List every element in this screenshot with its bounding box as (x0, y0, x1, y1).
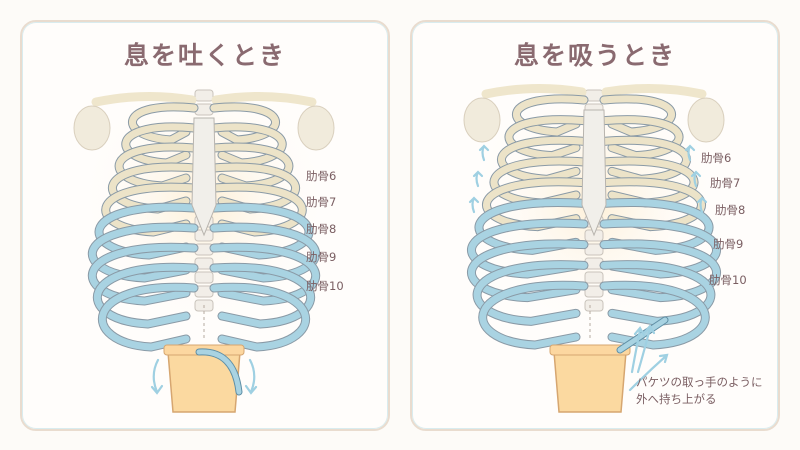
rib-label-9-exhale: 肋骨9 (306, 250, 337, 264)
rib-label-10-inhale: 肋骨10 (709, 273, 747, 287)
vertebra (584, 243, 604, 256)
shoulder-blade (463, 97, 501, 143)
rib-1 (210, 103, 279, 144)
down-arrow-icon (248, 358, 256, 394)
rib-9 (93, 263, 198, 328)
rib-label-9-inhale: 肋骨9 (713, 237, 744, 251)
vertebra (584, 285, 604, 298)
rib-3 (600, 136, 690, 183)
vertebra (194, 271, 214, 284)
rib-10 (600, 281, 709, 349)
bucket-body (553, 351, 627, 413)
rib-1 (513, 95, 588, 136)
vertebra (194, 89, 214, 102)
shoulder-blade (687, 97, 725, 143)
rib-label-6-exhale: 肋骨6 (306, 169, 337, 183)
exhale-title: 息を吐くとき (123, 41, 286, 70)
clavicle (211, 91, 317, 107)
rib-label-7-inhale: 肋骨7 (710, 176, 741, 190)
inhale-title: 息を吸うとき (513, 41, 676, 70)
up-arrow-icon (628, 353, 669, 392)
rib-1 (600, 95, 675, 136)
rib-2 (210, 123, 286, 167)
rib-9 (473, 261, 588, 325)
vertebra (194, 257, 214, 270)
rib-9 (600, 261, 715, 325)
note-line-1: パケツの取っ手のように (636, 375, 763, 389)
up-arrow-icon (684, 144, 696, 162)
up-arrow-icon (690, 170, 702, 188)
down-arrow-icon (152, 358, 160, 394)
rib-label-8-inhale: 肋骨8 (715, 203, 746, 217)
clavicle (601, 83, 707, 99)
up-arrow-icon (478, 144, 490, 162)
rib-label-8-exhale: 肋骨8 (306, 222, 337, 236)
up-arrow-icon (472, 170, 484, 188)
rib-label-6-inhale: 肋骨6 (701, 151, 732, 165)
bucket-handle-note: パケツの取っ手のように 外へ持ち上がる (636, 374, 763, 408)
down-arrow-icon (244, 384, 258, 395)
rib-9 (210, 263, 315, 328)
sternum (581, 109, 607, 237)
up-arrow-icon (468, 196, 480, 214)
rib-label-7-exhale: 肋骨7 (306, 195, 337, 209)
up-arrow-icon (630, 326, 646, 374)
rib-8 (210, 243, 320, 305)
rib-10 (210, 283, 310, 351)
clavicle (91, 91, 197, 107)
rib-8 (88, 243, 198, 305)
rib-1 (129, 103, 198, 144)
down-arrow-icon (150, 384, 164, 395)
rib-3 (498, 136, 588, 183)
clavicle (481, 83, 587, 99)
note-line-2: 外へ持ち上がる (636, 392, 717, 406)
shoulder-blade (73, 105, 111, 151)
rib-2 (600, 116, 683, 160)
vertebra (584, 299, 604, 312)
vertebra (584, 271, 604, 284)
rib-2 (505, 116, 588, 160)
rib-2 (122, 123, 198, 167)
bucket-rim (549, 344, 631, 356)
rib-label-10-exhale: 肋骨10 (306, 279, 344, 293)
sternum (191, 117, 217, 237)
bucket-handle-fill (617, 317, 668, 353)
rib-10 (479, 281, 588, 349)
bucket-handle-fill (196, 349, 242, 395)
up-arrow-icon (636, 324, 656, 374)
vertebra (584, 89, 604, 102)
up-arrow-icon (696, 196, 708, 214)
rib-10 (98, 283, 198, 351)
shoulder-blade (297, 105, 335, 151)
